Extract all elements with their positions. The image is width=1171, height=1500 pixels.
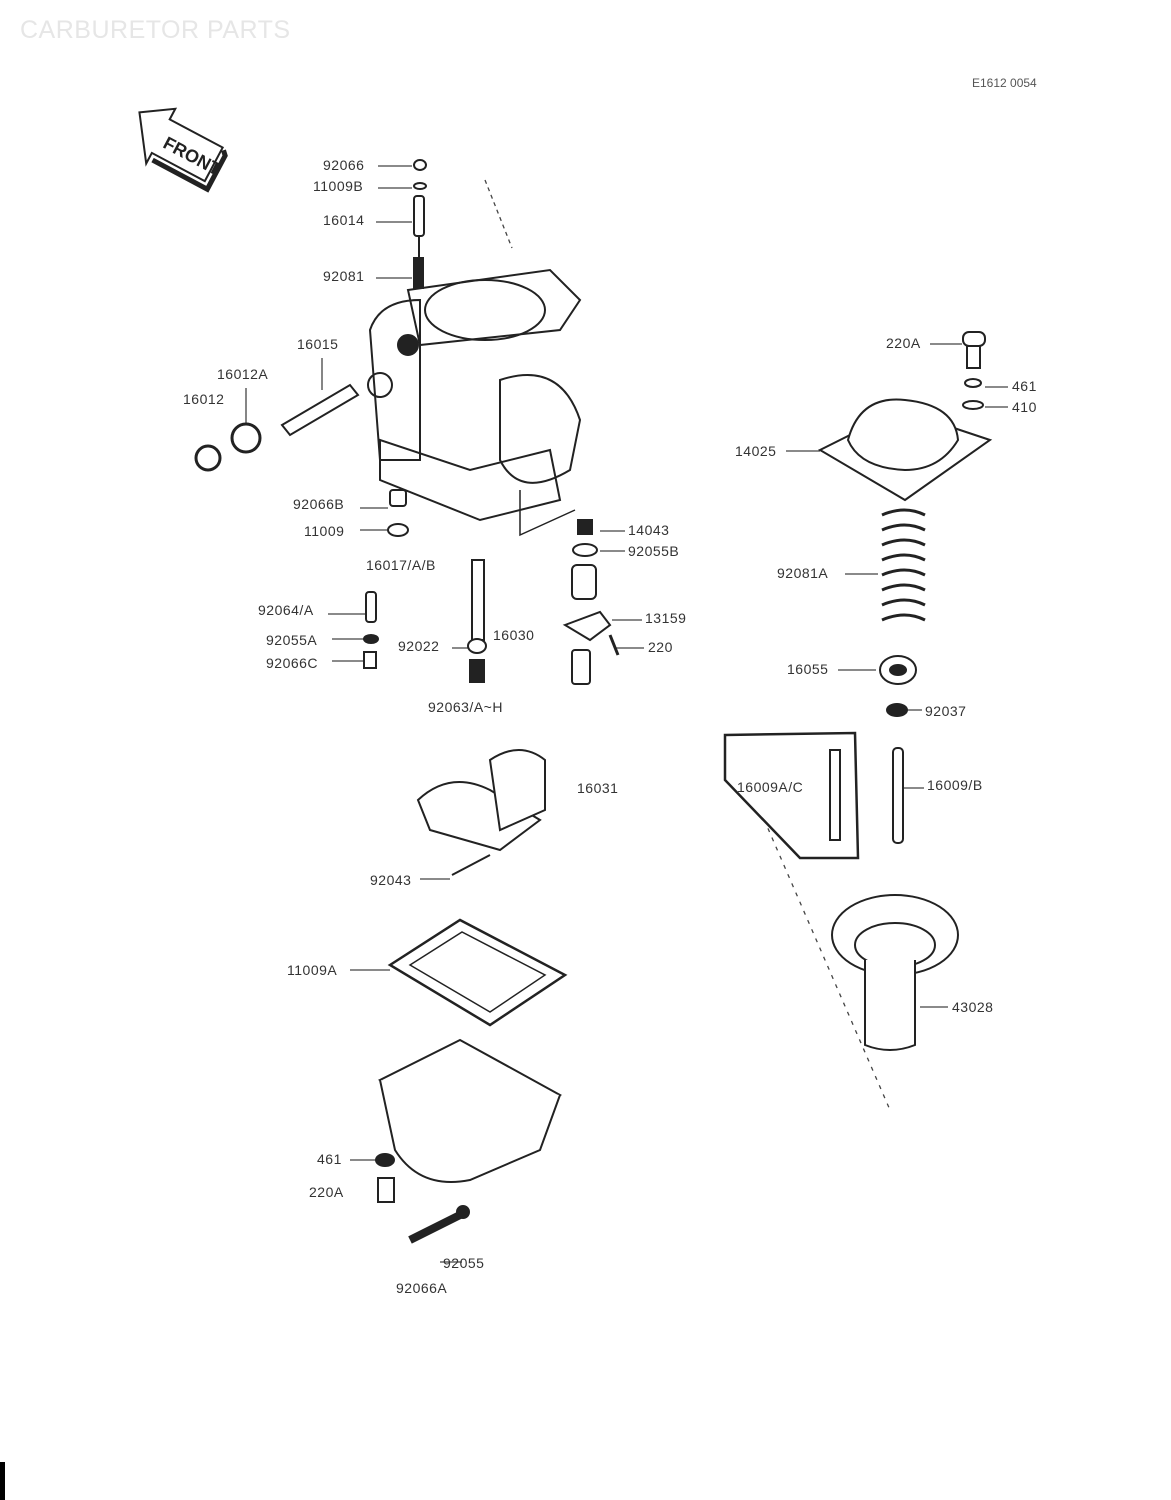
part-label-16015: 16015: [297, 336, 339, 352]
diaphragm-cover: [817, 331, 993, 502]
front-arrow-icon: FRONT: [138, 107, 228, 193]
scan-edge-mark: [0, 1462, 5, 1500]
part-label-220a-bottom: 220A: [309, 1184, 344, 1200]
page-title: CARBURETOR PARTS: [20, 16, 291, 44]
float: [416, 749, 546, 876]
part-label-220a-top: 220A: [886, 335, 921, 351]
part-label-461-top: 461: [1012, 378, 1037, 394]
part-label-16017: 16017/A/B: [366, 557, 436, 573]
part-label-16009b: 16009/B: [927, 777, 983, 793]
part-label-14043: 14043: [628, 522, 670, 538]
part-label-11009: 11009: [304, 523, 345, 539]
part-label-16012a: 16012A: [217, 366, 269, 382]
part-label-410: 410: [1012, 399, 1037, 415]
svg-text:FRONT: FRONT: [160, 133, 224, 180]
part-label-92055b: 92055B: [628, 543, 680, 559]
part-label-92022: 92022: [398, 638, 440, 654]
diagram-code: E1612 0054: [972, 76, 1037, 90]
part-label-43028: 43028: [952, 999, 994, 1015]
part-label-220: 220: [648, 639, 673, 655]
part-label-92063: 92063/A~H: [428, 699, 503, 715]
part-label-92043: 92043: [370, 872, 412, 888]
part-label-92055a: 92055A: [266, 632, 318, 648]
part-label-92066b: 92066B: [293, 496, 345, 512]
spring: [881, 508, 926, 622]
carburetor-body: [367, 268, 582, 537]
float-bowl: [375, 1038, 563, 1244]
part-label-92066c: 92066C: [266, 655, 319, 671]
part-label-16014: 16014: [323, 212, 365, 228]
part-label-92066a: 92066A: [396, 1280, 448, 1296]
part-label-92037: 92037: [925, 703, 967, 719]
part-label-16030: 16030: [493, 627, 535, 643]
part-label-14025: 14025: [735, 443, 777, 459]
part-label-11009a: 11009A: [287, 962, 338, 978]
part-label-11009b: 11009B: [313, 178, 364, 194]
part-label-16012: 16012: [183, 391, 225, 407]
part-label-461-bottom: 461: [317, 1151, 342, 1167]
part-label-92064: 92064/A: [258, 602, 314, 618]
part-label-92081: 92081: [323, 268, 365, 284]
part-label-16031: 16031: [577, 780, 619, 796]
part-label-92066: 92066: [323, 157, 365, 173]
part-label-92081a: 92081A: [777, 565, 829, 581]
part-label-13159: 13159: [645, 610, 687, 626]
part-label-16055: 16055: [787, 661, 829, 677]
vacuum-piston: [831, 894, 959, 1051]
part-label-16009ac: 16009A/C: [737, 779, 804, 795]
part-label-92055: 92055: [443, 1255, 485, 1271]
